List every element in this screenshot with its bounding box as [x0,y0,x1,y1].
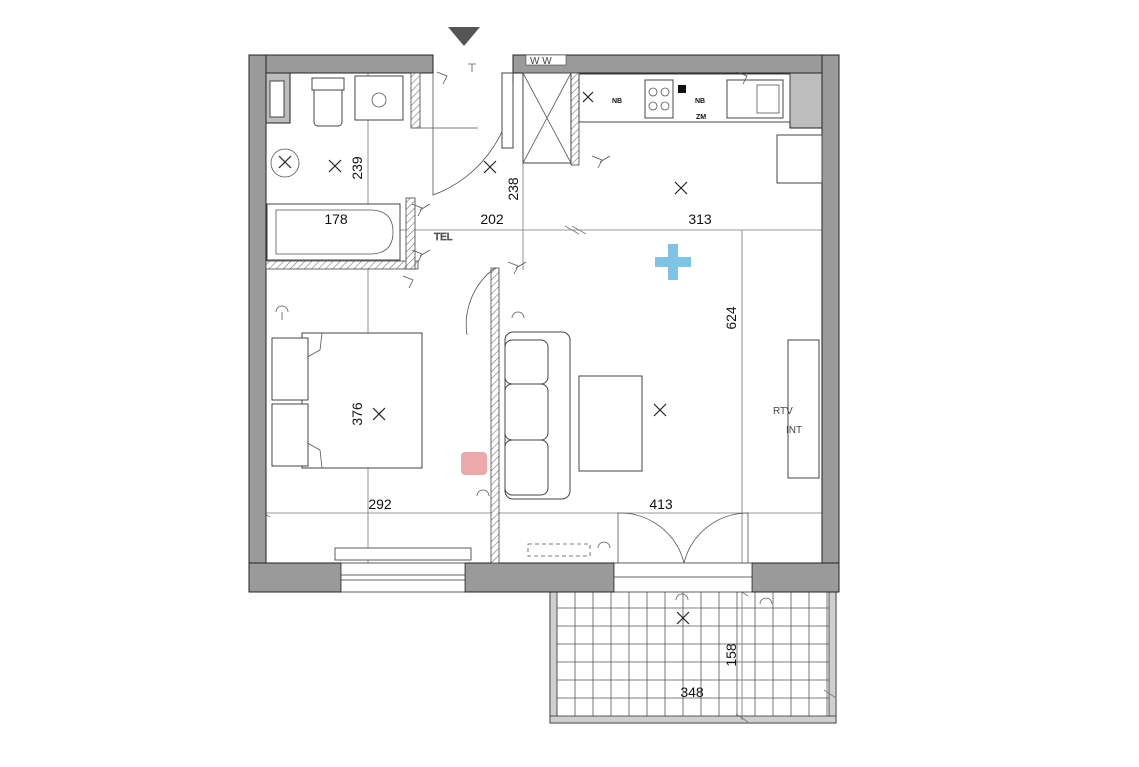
sink-icon [726,79,784,119]
dim-bathtub: 178 [324,211,348,227]
dim-living-width: 413 [649,496,673,512]
balcony [549,589,837,724]
bed-icon [301,332,423,469]
tel-label: TEL [434,232,453,243]
kitchen-fixtures: NB NB ZM [578,73,823,184]
zm-label: ZM [696,114,706,121]
dim-living-height: 624 [723,306,739,330]
entrance-arrow-icon [448,27,480,46]
dim-balcony-height: 158 [723,643,739,667]
square-marker-icon [461,452,487,475]
dimension-texts: 178 202 313 292 413 348 239 238 624 376 … [324,156,739,700]
int-label: INT [786,425,802,436]
coffee-table [578,375,643,472]
bathtub-icon [266,203,401,261]
entrance [418,27,514,196]
nb-label-1: NB [612,98,622,105]
dim-kitchen: 313 [688,211,712,227]
wardrobe: W W [522,54,572,164]
accent-markers [461,244,691,475]
dimension-lines [250,72,838,723]
bedroom-furniture [271,332,423,469]
rtv-label: RTV [773,406,793,417]
nb-label-2: NB [695,98,705,105]
dim-balcony-width: 348 [680,684,704,700]
dim-bedroom-width: 292 [368,496,392,512]
plus-icon [655,244,691,280]
wardrobe-label: W W [530,56,552,67]
dim-bath-height: 239 [349,156,365,180]
dim-hall: 202 [480,211,504,227]
bathroom-fixtures [266,75,404,261]
walls [248,54,840,593]
cooktop-icon [644,79,674,119]
partition-walls [265,72,580,564]
fridge-icon [776,134,823,184]
tv-cabinet [787,339,820,479]
washbasin-icon [354,75,404,121]
dim-hall-height: 238 [505,177,521,201]
washing-machine-icon [270,148,300,178]
dim-bedroom-height: 376 [349,402,365,426]
windows [334,547,753,593]
electrical-symbols: TEL [275,63,773,605]
living-room-furniture: RTV INT [465,267,820,564]
ceiling-lights [278,91,690,625]
